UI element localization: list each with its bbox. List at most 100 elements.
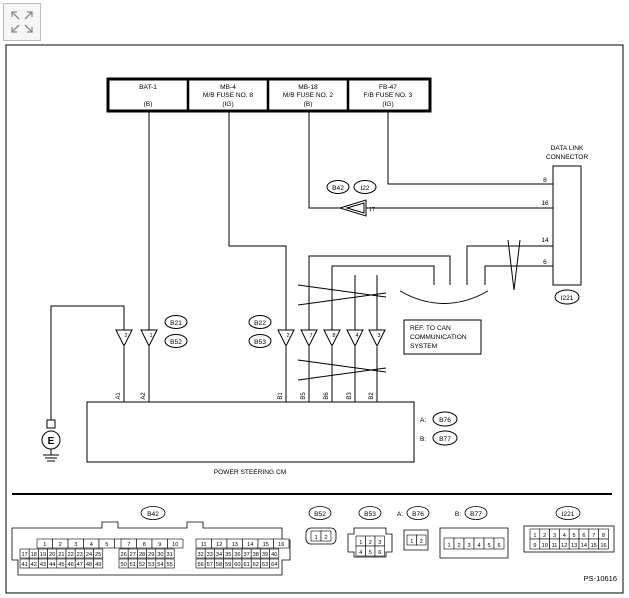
i221-pin: 14 (581, 543, 587, 549)
b42-pin: 39 (262, 552, 268, 558)
i221-pin: 5 (573, 533, 576, 539)
b42-pin: 46 (67, 562, 73, 568)
b76-pin: 1 (410, 539, 413, 545)
i221-pin: 3 (553, 533, 556, 539)
b53-pin: 5 (369, 550, 372, 556)
i221-pin: 13 (571, 543, 577, 549)
b42-pin-cell (167, 538, 184, 549)
terminal-number: 7 (309, 333, 312, 339)
b42-pin: 36 (234, 552, 240, 558)
module-pin: B2 (369, 392, 375, 400)
b53-pin: 6 (378, 550, 381, 556)
b42-pin: 22 (67, 552, 73, 558)
connector-view-labels: B42 B52 B53 A: B76 B: B77 I221 (147, 511, 575, 518)
b77-pin: 5 (487, 543, 490, 549)
b52-pin-cell (320, 530, 332, 542)
b42-pin: 17 (21, 552, 27, 558)
b42-pin-cell (93, 548, 104, 559)
b42-pin: 37 (243, 552, 249, 558)
i221-label: I221 (562, 511, 575, 518)
i221-pin: 15 (591, 543, 597, 549)
terminal-number: 2 (124, 333, 127, 339)
connector-tags (164, 180, 458, 446)
b42-pin: 56 (197, 562, 203, 568)
module-legend-b: B: (420, 436, 426, 443)
fuse-power: (B) (144, 101, 153, 108)
b42-pin: 42 (31, 562, 37, 568)
module-legend-a: A: (420, 417, 426, 424)
module-pin: B3 (347, 392, 353, 400)
b42-pin: 38 (253, 552, 259, 558)
expand-button[interactable] (3, 3, 41, 41)
b42-pin: 4 (90, 542, 93, 548)
module-name: POWER STEERING CM (214, 469, 287, 476)
b42-pin: 47 (77, 562, 83, 568)
expand-arrows-icon (11, 11, 33, 33)
module-pin: A1 (116, 392, 122, 400)
dlc-id: I221 (561, 295, 574, 302)
i221-pin: 16 (600, 543, 606, 549)
connector-tag-b22: B22 (254, 320, 266, 327)
b42-pin: 35 (225, 552, 231, 558)
b53-label: B53 (364, 511, 376, 518)
b42-pin: 50 (120, 562, 126, 568)
fuse-desc: M/B FUSE NO. 8 (203, 92, 254, 99)
b53-pin: 3 (378, 540, 381, 546)
ground-symbol (41, 419, 61, 462)
terminal-number: 3 (377, 333, 380, 339)
connector-views (11, 506, 615, 576)
fuse-boxes: BAT-1 (B) MB-4 M/B FUSE NO. 8 (IG) MB-18… (106, 77, 432, 113)
b42-pin: 63 (262, 562, 268, 568)
b42-pin: 26 (120, 552, 126, 558)
b42-pin: 43 (40, 562, 46, 568)
b42-pin: 14 (247, 542, 253, 548)
connector-tag-b77: B77 (439, 436, 451, 443)
b42-pin: 2 (59, 542, 62, 548)
b53-pin: 2 (369, 540, 372, 546)
b42-pin: 62 (253, 562, 259, 568)
b42-pin: 48 (86, 562, 92, 568)
i221-pin: 2 (543, 533, 546, 539)
b42-pin-cell (269, 548, 280, 559)
b52-pin: 1 (314, 535, 317, 541)
b42-pin-cell (164, 558, 175, 569)
b42-pin: 34 (216, 552, 222, 558)
terminal-number: 1 (149, 333, 152, 339)
ref-note-line: REF. TO CAN (410, 325, 451, 332)
b42-pin: 41 (21, 562, 27, 568)
b42-pin-cell (269, 558, 280, 569)
connector-tag-b53: B53 (254, 339, 266, 346)
b42-pin-cell (164, 548, 175, 559)
fuse-desc: M/B FUSE NO. 2 (283, 92, 334, 99)
fuse-power: (IG) (382, 101, 393, 108)
i221-pin: 4 (563, 533, 566, 539)
b77-pin: 3 (467, 543, 470, 549)
fuse-name: MB-18 (298, 84, 318, 91)
b77-prefix: B: (455, 511, 461, 518)
b42-pin: 29 (148, 552, 154, 558)
terminal-number: 8 (332, 333, 335, 339)
b42-pin: 5 (105, 542, 108, 548)
b42-pin: 28 (139, 552, 145, 558)
b42-pin: 11 (201, 542, 207, 548)
figure-code: PS-10616 (584, 574, 617, 583)
connector-pin-grids: 1234567891011121314151617181920212223242… (19, 528, 609, 569)
b76-prefix: A: (397, 511, 403, 518)
i221-pin: 12 (561, 543, 567, 549)
power-steering-module: A1 A2 B1 B5 B6 B3 B2 POWER STEERING CM A… (86, 392, 426, 476)
b42-pin: 3 (74, 542, 77, 548)
dlc-title-1: DATA LINK (551, 145, 584, 152)
b42-pin: 58 (216, 562, 222, 568)
dlc-pin: 16 (541, 200, 549, 207)
b42-pin: 33 (207, 552, 213, 558)
b42-pin: 49 (95, 562, 101, 568)
b42-pin-cell (273, 538, 290, 549)
b42-pin: 31 (166, 552, 172, 558)
b42-pin: 55 (166, 562, 172, 568)
b42-pin: 1 (43, 542, 46, 548)
terminal-number: 2 (286, 333, 289, 339)
connector-tag-i22: I22 (360, 185, 369, 192)
b76-pin: 2 (420, 539, 423, 545)
i221-pin-cell (598, 538, 609, 550)
